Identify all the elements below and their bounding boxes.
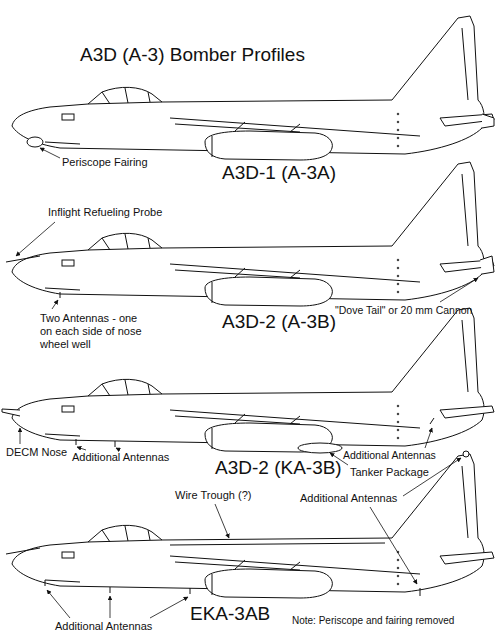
- callout-label: Periscope Fairing: [62, 156, 148, 169]
- callout-label: Additional Antennas: [300, 492, 397, 505]
- callout-label: Inflight Refueling Probe: [48, 206, 162, 219]
- callout-label: Two Antennas - one on each side of nose …: [40, 312, 148, 351]
- callout-label: Additional Antennas: [55, 620, 152, 633]
- variant-name: A3D-1 (A-3A): [222, 162, 336, 184]
- callout-label: Tanker Package: [350, 466, 429, 479]
- note-text: Note: Periscope and fairing removed: [292, 615, 454, 627]
- callout-label: DECM Nose: [6, 446, 67, 459]
- callout-label: Additional Antennas: [343, 449, 436, 461]
- callout-label: Additional Antennas: [72, 451, 169, 464]
- variant-name: A3D-2 (KA-3B): [215, 457, 342, 479]
- variant-name: A3D-2 (A-3B): [222, 311, 336, 333]
- callout-label: Wire Trough (?): [175, 489, 251, 502]
- diagram-title: A3D (A-3) Bomber Profiles: [80, 44, 305, 66]
- callout-label: "Dove Tail" or 20 mm Cannon: [335, 304, 472, 316]
- variant-name: EKA-3AB: [190, 603, 270, 625]
